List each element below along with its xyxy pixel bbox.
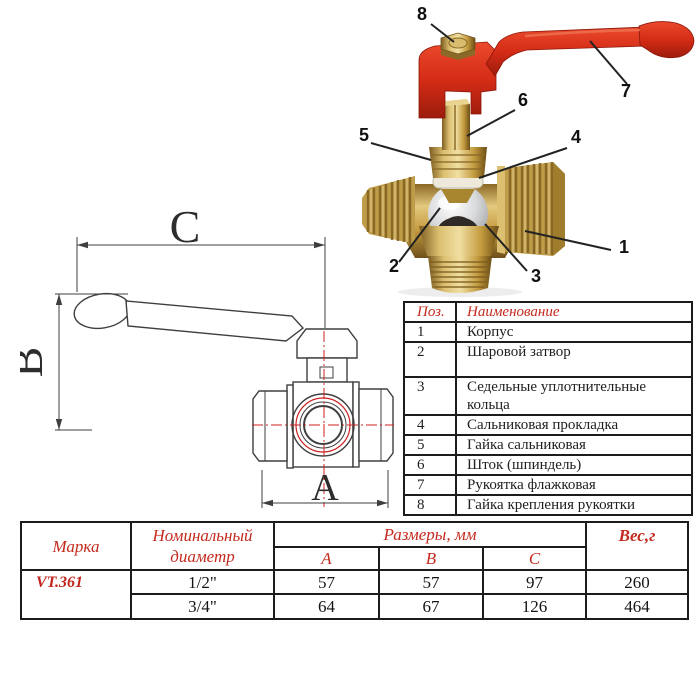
part-pos: 2 — [403, 341, 457, 378]
cell-b: 67 — [378, 593, 484, 620]
stem-assembly — [429, 99, 487, 203]
part-name: Рукоятка флажковая — [455, 474, 693, 496]
parts-header-pos: Поз. — [403, 301, 457, 323]
table-row: 3 Седельные уплотнительные кольца — [403, 376, 693, 416]
spec-row-half-inch: VT.361 1/2" 57 57 97 260 — [20, 569, 689, 620]
brand-value: VT.361 — [20, 569, 132, 620]
drawing-handle — [73, 292, 358, 383]
spec-header-weight: Вес,г — [585, 521, 689, 571]
spec-header-dimensions: Размеры, мм — [273, 521, 587, 548]
cell-diameter: 1/2" — [130, 569, 275, 595]
part-pos: 1 — [403, 321, 457, 343]
table-row: 6 Шток (шпиндель) — [403, 454, 693, 476]
part-pos: 6 — [403, 454, 457, 476]
table-row: 5 Гайка сальниковая — [403, 434, 693, 456]
part-name: Гайка сальниковая — [455, 434, 693, 456]
part-pos: 8 — [403, 494, 457, 516]
spec-header-c: C — [482, 546, 587, 571]
dim-label-a: A — [311, 467, 339, 509]
cell-c: 97 — [482, 569, 587, 595]
part-name: Гайка крепления рукоятки — [455, 494, 693, 516]
table-row: 7 Рукоятка флажковая — [403, 474, 693, 496]
part-name: Корпус — [455, 321, 693, 343]
dim-label-b: B — [20, 347, 52, 378]
spec-header-b: B — [378, 546, 484, 571]
cell-diameter: 3/4" — [130, 593, 275, 620]
spec-header-brand: Марка — [20, 521, 132, 571]
table-row: 8 Гайка крепления рукоятки — [403, 494, 693, 516]
part-pos: 4 — [403, 414, 457, 436]
red-handle — [418, 21, 695, 119]
dimension-a: A — [261, 467, 389, 509]
part-pos: 5 — [403, 434, 457, 456]
valve-photo: 8 7 6 5 4 1 2 3 — [359, 4, 695, 297]
parts-table: Поз. Наименование 1 Корпус 2 Шаровой зат… — [403, 301, 693, 516]
part-name: Седельные уплотнительные кольца — [455, 376, 693, 416]
part-name: Шаровой затвор — [455, 341, 693, 378]
cell-a: 64 — [273, 593, 380, 620]
spec-header-diameter: Номинальный диаметр — [130, 521, 275, 571]
cell-weight: 260 — [585, 569, 689, 595]
part-name: Шток (шпиндель) — [455, 454, 693, 476]
dim-label-c: C — [170, 201, 201, 252]
callout-7: 7 — [621, 81, 631, 101]
dimension-c: C — [76, 201, 326, 328]
bottom-port-nut — [419, 217, 499, 293]
callout-6: 6 — [518, 90, 528, 110]
parts-header-name: Наименование — [455, 301, 693, 323]
parts-header-row: Поз. Наименование — [403, 301, 693, 323]
table-row: 2 Шаровой затвор — [403, 341, 693, 378]
table-row: 1 Корпус — [403, 321, 693, 343]
spec-table: Марка Номинальный диаметр Размеры, мм Ве… — [20, 521, 689, 620]
valve-dimension-drawing: C B A — [20, 201, 394, 509]
callout-4: 4 — [571, 127, 581, 147]
dimension-b: B — [20, 293, 128, 431]
callout-2: 2 — [389, 256, 399, 276]
cell-b: 57 — [378, 569, 484, 595]
spec-header-a: A — [273, 546, 380, 571]
table-row: 4 Сальниковая прокладка — [403, 414, 693, 436]
drawing-body — [252, 331, 394, 507]
spec-header-row-2: A B C — [21, 546, 688, 571]
part-pos: 3 — [403, 376, 457, 416]
cell-weight: 464 — [585, 593, 689, 620]
part-name: Сальниковая прокладка — [455, 414, 693, 436]
callout-5: 5 — [359, 125, 369, 145]
spec-row-three-quarter-inch: 3/4" 64 67 126 464 — [21, 593, 689, 620]
callout-1: 1 — [619, 237, 629, 257]
part-pos: 7 — [403, 474, 457, 496]
cell-a: 57 — [273, 569, 380, 595]
callout-3: 3 — [531, 266, 541, 286]
spec-header-row-1: Марка Номинальный диаметр Размеры, мм Ве… — [20, 521, 689, 571]
cell-c: 126 — [482, 593, 587, 620]
callout-lines — [370, 23, 628, 272]
callout-8: 8 — [417, 4, 427, 24]
